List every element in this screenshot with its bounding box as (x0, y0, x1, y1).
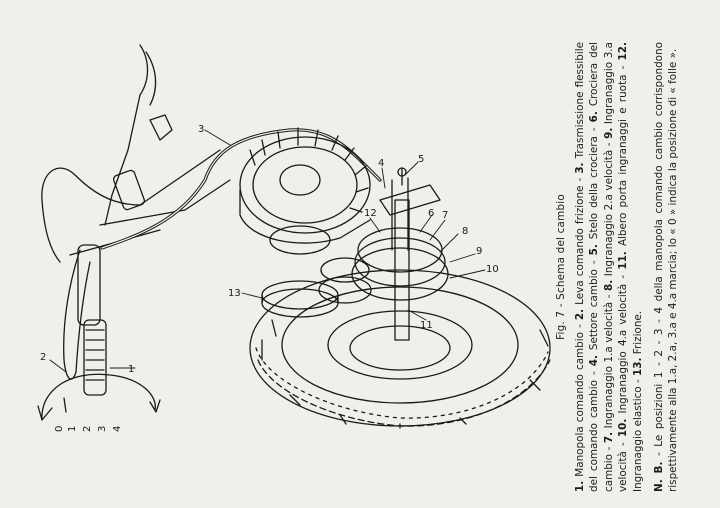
grip-position-0: 0 (54, 426, 65, 432)
twist-grip (63, 244, 107, 396)
callout-10: 10 (486, 264, 499, 275)
flexible-cable (100, 128, 382, 250)
grip-position-4: 4 (112, 426, 123, 432)
grip-position-3: 3 (97, 426, 108, 432)
legend-text: Ingranaggio 1.a velocità - (602, 290, 615, 432)
legend-number: 10. (617, 418, 630, 438)
legend-text: Stelo della crociera - (588, 122, 601, 245)
legend-number: 6. (588, 111, 601, 123)
legend-text: Albero porta ingranaggi e ruota - (617, 60, 630, 252)
legend-text: Frizione. (631, 310, 644, 358)
callout-2: 2 (40, 352, 46, 363)
legend-number: 5. (588, 244, 601, 256)
legend-number: 9. (602, 127, 615, 139)
legend-number: 1. (573, 480, 586, 492)
callout-numbers: 1 2 3 4 5 6 7 8 9 10 11 12 13 (40, 124, 499, 375)
caption-legend: 1. Manopola comando cambio - 2. Leva com… (573, 42, 646, 492)
legend-number: 4. (588, 355, 601, 367)
wheel-tyre (249, 269, 551, 429)
callout-3: 3 (198, 124, 204, 135)
legend-number: 11. (617, 251, 630, 270)
callout-13: 13 (228, 288, 241, 299)
legend-number: 2. (573, 308, 586, 321)
note-text: - Le posizioni 1 - 2 - 3 - 4 della manop… (652, 42, 680, 492)
legend-text: Manopola comando cambio - (573, 320, 586, 481)
engine-flywheel (239, 127, 371, 255)
legend-text: Leva comando frizione - (573, 173, 586, 309)
callout-4: 4 (378, 158, 384, 169)
callout-12: 12 (364, 208, 377, 219)
legend-number: 12. (617, 42, 630, 61)
legend-number: 8. (602, 279, 615, 291)
legend-text: Ingranaggio 2.a velocità - (602, 138, 615, 280)
callout-1: 1 (128, 364, 134, 375)
legend-number: 3. (573, 162, 586, 174)
handlebar-assembly (41, 44, 231, 263)
callout-8: 8 (462, 226, 468, 237)
legend-number: 13. (631, 357, 644, 376)
callout-leaders (49, 129, 486, 373)
figure-caption: Fig. 7 - Schema del cambio 1. Manopola c… (554, 42, 694, 492)
legend-text: Ingranaggio 4.a velocità - (617, 269, 630, 419)
caption-title: Fig. 7 - Schema del cambio (555, 194, 567, 340)
legend-text: Ingranaggio elastico - (631, 375, 644, 492)
callout-5: 5 (418, 154, 424, 165)
legend-number: 7. (602, 431, 615, 444)
callout-6: 6 (428, 208, 434, 219)
caption-note: N. B. - Le posizioni 1 - 2 - 3 - 4 della… (652, 42, 681, 492)
note-label: N. B. (652, 461, 665, 492)
grip-position-scale: 0 1 2 3 4 (54, 426, 123, 432)
callout-7: 7 (442, 210, 448, 221)
legend-text: Settore cambio - (588, 255, 601, 356)
grip-position-1: 1 (67, 426, 78, 432)
callout-9: 9 (476, 246, 482, 257)
callout-11: 11 (420, 320, 433, 331)
grip-position-2: 2 (82, 426, 93, 432)
grip-rotation-arc (37, 373, 161, 421)
